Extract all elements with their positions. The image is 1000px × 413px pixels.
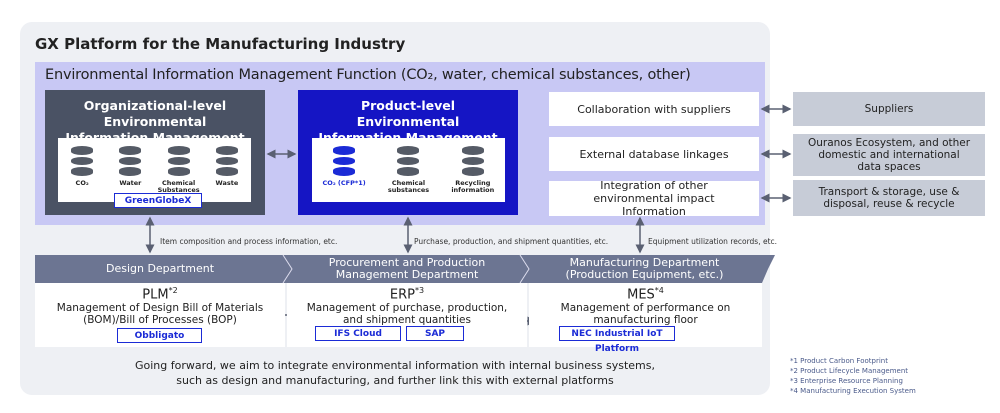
product-level-box: Product-level Environmental Information … [298, 90, 518, 215]
product-obbligato: Obbligato [117, 328, 202, 343]
db-waste: Waste [204, 146, 250, 187]
org-level-box: Organizational-level Environmental Infor… [45, 90, 265, 215]
database-icon [167, 146, 190, 177]
flow-label-design: Item composition and process information… [160, 237, 338, 246]
footer-message: Going forward, we aim to integrate envir… [135, 359, 655, 387]
function-suppliers: Collaboration with suppliers [549, 92, 759, 126]
prod-db-panel: CO₂ (CFP*1) Chemical substances Recyclin… [312, 138, 505, 202]
external-suppliers: Suppliers [793, 92, 985, 126]
greenglobex-tag: GreenGlobeX [114, 193, 202, 208]
org-db-panel: CO₂ Water Chemical Substances Waste [58, 138, 251, 202]
function-external-db: External database linkages [549, 137, 759, 171]
database-icon [397, 146, 420, 177]
dept-design: Design Department [105, 262, 215, 275]
system-plm: PLM*2 Management of Design Bill of Mater… [35, 283, 285, 347]
flow-label-manufacturing: Equipment utilization records, etc. [648, 237, 778, 246]
flow-label-procurement: Purchase, production, and shipment quant… [414, 237, 609, 246]
db-co2-cfp: CO₂ (CFP*1) [321, 146, 367, 187]
db-water: Water [107, 146, 153, 187]
dept-manufacturing: Manufacturing Department (Production Equ… [565, 256, 724, 281]
db-recycling: Recycling information [450, 146, 496, 194]
system-erp: ERP*3 Management of purchase, production… [287, 283, 527, 347]
db-chemical: Chemical Substances [156, 146, 202, 194]
database-icon [71, 146, 94, 177]
env-function-header: Environmental Information Management Fun… [45, 67, 691, 83]
diagram-title: GX Platform for the Manufacturing Indust… [35, 35, 406, 53]
product-ifs-cloud: IFS Cloud [315, 326, 401, 341]
db-co2: CO₂ [59, 146, 105, 187]
database-icon [333, 146, 356, 177]
footnotes: *1 Product Carbon Footprint *2 Product L… [790, 357, 916, 395]
product-nec-iot: NEC Industrial IoT Platform [559, 326, 675, 354]
external-ouranos: Ouranos Ecosystem, and other domestic an… [793, 134, 985, 176]
product-sap: SAP [406, 326, 464, 341]
function-other-impact: Integration of other environmental impac… [549, 179, 759, 218]
dept-procurement: Procurement and Production Management De… [328, 256, 486, 281]
database-icon [119, 146, 142, 177]
external-lifecycle: Transport & storage, use & disposal, reu… [793, 180, 985, 216]
database-icon [215, 146, 238, 177]
database-icon [461, 146, 484, 177]
system-mes: MES*4 Management of performance on manuf… [529, 283, 762, 354]
db-chemical: Chemical substances [385, 146, 431, 194]
